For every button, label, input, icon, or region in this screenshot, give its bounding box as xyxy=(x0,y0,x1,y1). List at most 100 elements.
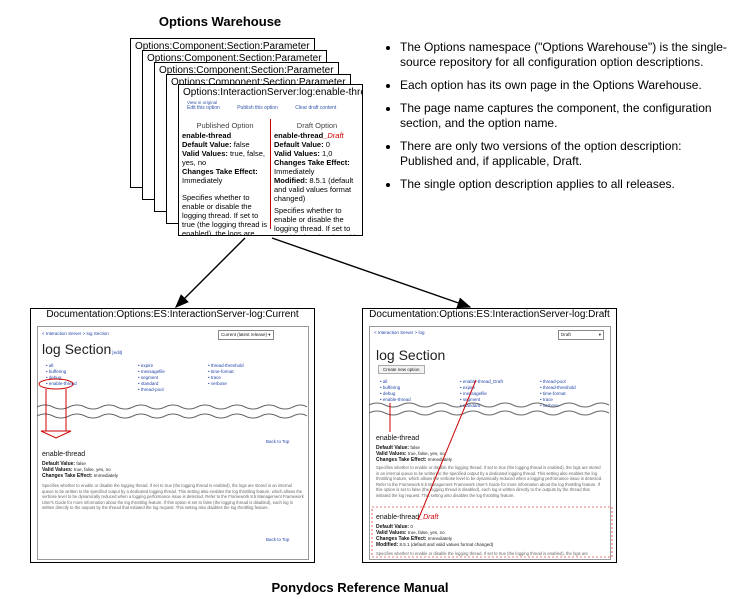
option-link-label: buffering xyxy=(382,385,401,390)
doc-current-page: < Interaction Server > log Section Curre… xyxy=(37,326,309,560)
draft-modified-value: 8.5.1 (default and valid values format c… xyxy=(274,176,354,203)
bullet-item: The page name captures the component, th… xyxy=(400,101,730,131)
draft-description: Specifies whether to enable or disable t… xyxy=(274,206,359,235)
option-link-label: verbose xyxy=(542,403,559,408)
draft-default-value: 0 xyxy=(325,140,330,149)
option-link[interactable]: • messagefile xyxy=(138,369,165,374)
draft-changes-value: Immediately xyxy=(274,167,315,176)
draft-modified-label: Modified: xyxy=(274,176,308,185)
published-default-label: Default Value: xyxy=(182,140,232,149)
draft-changes-label: Changes Take Effect: xyxy=(274,158,350,167)
option-link-label: thread-pool xyxy=(140,387,164,392)
default-value: false xyxy=(410,445,420,450)
clear-draft-link[interactable]: Clear draft content xyxy=(295,105,337,111)
red-pointer-line xyxy=(417,379,477,521)
option-link[interactable]: • messagefile xyxy=(460,391,487,396)
option-link[interactable]: • segment xyxy=(460,397,481,402)
draft-default-label: Default Value: xyxy=(376,524,410,530)
doc-current-breadcrumb[interactable]: < Interaction Server > log Section xyxy=(42,331,109,336)
option-link[interactable]: • expire xyxy=(138,363,154,368)
option-link[interactable]: • debug xyxy=(380,391,396,396)
doc-draft-draft-heading: enable-thread_Draft xyxy=(376,514,438,521)
doc-current-back-to-top[interactable]: Back to Top xyxy=(266,439,289,444)
option-link-label: trace xyxy=(210,375,221,380)
option-link-label: all xyxy=(48,363,54,368)
doc-current-frame: Documentation:Options:ES:InteractionServ… xyxy=(30,308,315,563)
option-link[interactable]: • trace xyxy=(540,397,553,402)
option-link[interactable]: • thread-pool xyxy=(540,379,566,384)
option-link[interactable]: • segment xyxy=(138,375,159,380)
option-link[interactable]: • all xyxy=(380,379,388,384)
option-link-label: buffering xyxy=(48,369,67,374)
option-link-label: thread-threshold xyxy=(542,385,576,390)
version-divider xyxy=(270,119,271,229)
published-option-name: enable-thread xyxy=(182,131,232,140)
draft-option-name: enable-thread xyxy=(376,514,420,521)
doc-current-version-select[interactable]: Current (latest release) ▾ xyxy=(218,330,274,340)
draft-tag: _Draft xyxy=(323,131,344,140)
changes-label: Changes Take Effect: xyxy=(42,473,93,479)
draft-default-value: 0 xyxy=(410,524,413,529)
published-column: Published Option enable-thread Default V… xyxy=(182,121,268,235)
option-link-label: verbose xyxy=(210,381,227,386)
publish-option-link[interactable]: Publish this option xyxy=(237,105,278,111)
option-link-label: time-format xyxy=(210,369,234,374)
doc-current-back-to-top-2[interactable]: Back to Top xyxy=(266,537,289,542)
option-link[interactable]: • time-format xyxy=(208,369,234,374)
doc-current-col2: • expire • messagefile • segment • stand… xyxy=(138,363,165,393)
option-link[interactable]: • standard xyxy=(138,381,159,386)
option-link-label: enable-thread xyxy=(382,397,411,402)
doc-draft-title: Documentation:Options:ES:InteractionServ… xyxy=(369,309,610,320)
doc-current-version-value: Current (latest release) xyxy=(221,332,268,337)
torn-edge xyxy=(36,413,308,419)
view-source-link[interactable]: View in original xyxy=(187,100,218,105)
option-link[interactable]: • all xyxy=(46,363,54,368)
option-page-card: Options:InteractionServer:log:enable-thr… xyxy=(178,84,363,236)
highlight-circle xyxy=(38,378,74,390)
edit-option-link[interactable]: Edit this option xyxy=(187,105,220,111)
option-link[interactable]: • verbose xyxy=(540,403,559,408)
option-link[interactable]: • enable-thread xyxy=(46,381,77,386)
option-link[interactable]: • standard xyxy=(460,403,481,408)
option-link-label: standard xyxy=(462,403,481,408)
changes-value: Immediately xyxy=(427,457,453,462)
explanation-bullets: The Options namespace ("Options Warehous… xyxy=(384,40,730,200)
doc-current-description: Specifies whether to enable or disable t… xyxy=(42,483,304,510)
published-changes-label: Changes Take Effect: xyxy=(182,167,258,176)
bullet-item: The Options namespace ("Options Warehous… xyxy=(400,40,730,70)
option-link-label: debug xyxy=(382,391,396,396)
draft-option-name: enable-thread xyxy=(274,131,324,140)
option-link[interactable]: • enable-thread xyxy=(380,397,411,402)
option-link[interactable]: • buffering xyxy=(380,385,401,390)
draft-valid-value: true, false, yes, no xyxy=(407,530,445,535)
doc-draft-col1: • all • buffering • debug • enable-threa… xyxy=(380,379,411,403)
option-link[interactable]: • trace xyxy=(208,375,221,380)
option-link[interactable]: • debug xyxy=(46,375,62,380)
option-link[interactable]: • thread-threshold xyxy=(540,385,576,390)
option-link[interactable]: • expire xyxy=(460,385,476,390)
doc-draft-version-select[interactable]: Draft ▾ xyxy=(558,330,604,340)
arrow-to-draft xyxy=(271,237,472,309)
draft-default-label: Default Value: xyxy=(274,140,324,149)
stack-card-label: Options:Component:Section:Parameter xyxy=(135,41,310,52)
create-new-option-button[interactable]: Create new option xyxy=(378,365,425,374)
valid-value: true, false, yes, no xyxy=(407,451,445,456)
option-link[interactable]: • thread-threshold xyxy=(208,363,244,368)
option-link[interactable]: • time-format xyxy=(540,391,566,396)
option-link[interactable]: • thread-pool xyxy=(138,387,164,392)
option-link[interactable]: • enable-thread_Draft xyxy=(460,379,503,384)
draft-modified-value: 8.5.1 (default and valid values format c… xyxy=(399,542,494,547)
torn-edge xyxy=(368,410,610,416)
draft-changes-label: Changes Take Effect: xyxy=(376,536,427,542)
default-value: false xyxy=(76,461,86,466)
doc-draft-breadcrumb[interactable]: < Interaction Server > log xyxy=(374,330,425,335)
option-link-label: segment xyxy=(462,397,481,402)
doc-current-edit-link[interactable]: [edit] xyxy=(112,350,123,355)
option-page-title: Options:InteractionServer:log:enable-thr… xyxy=(183,87,363,98)
draft-valid-value: 1,0 xyxy=(321,149,333,158)
option-link[interactable]: • buffering xyxy=(46,369,67,374)
option-link[interactable]: • verbose xyxy=(208,381,227,386)
published-changes-value: Immediately xyxy=(182,176,223,185)
doc-draft-tail-text: Specifies whether to enable or disable t… xyxy=(376,551,588,556)
